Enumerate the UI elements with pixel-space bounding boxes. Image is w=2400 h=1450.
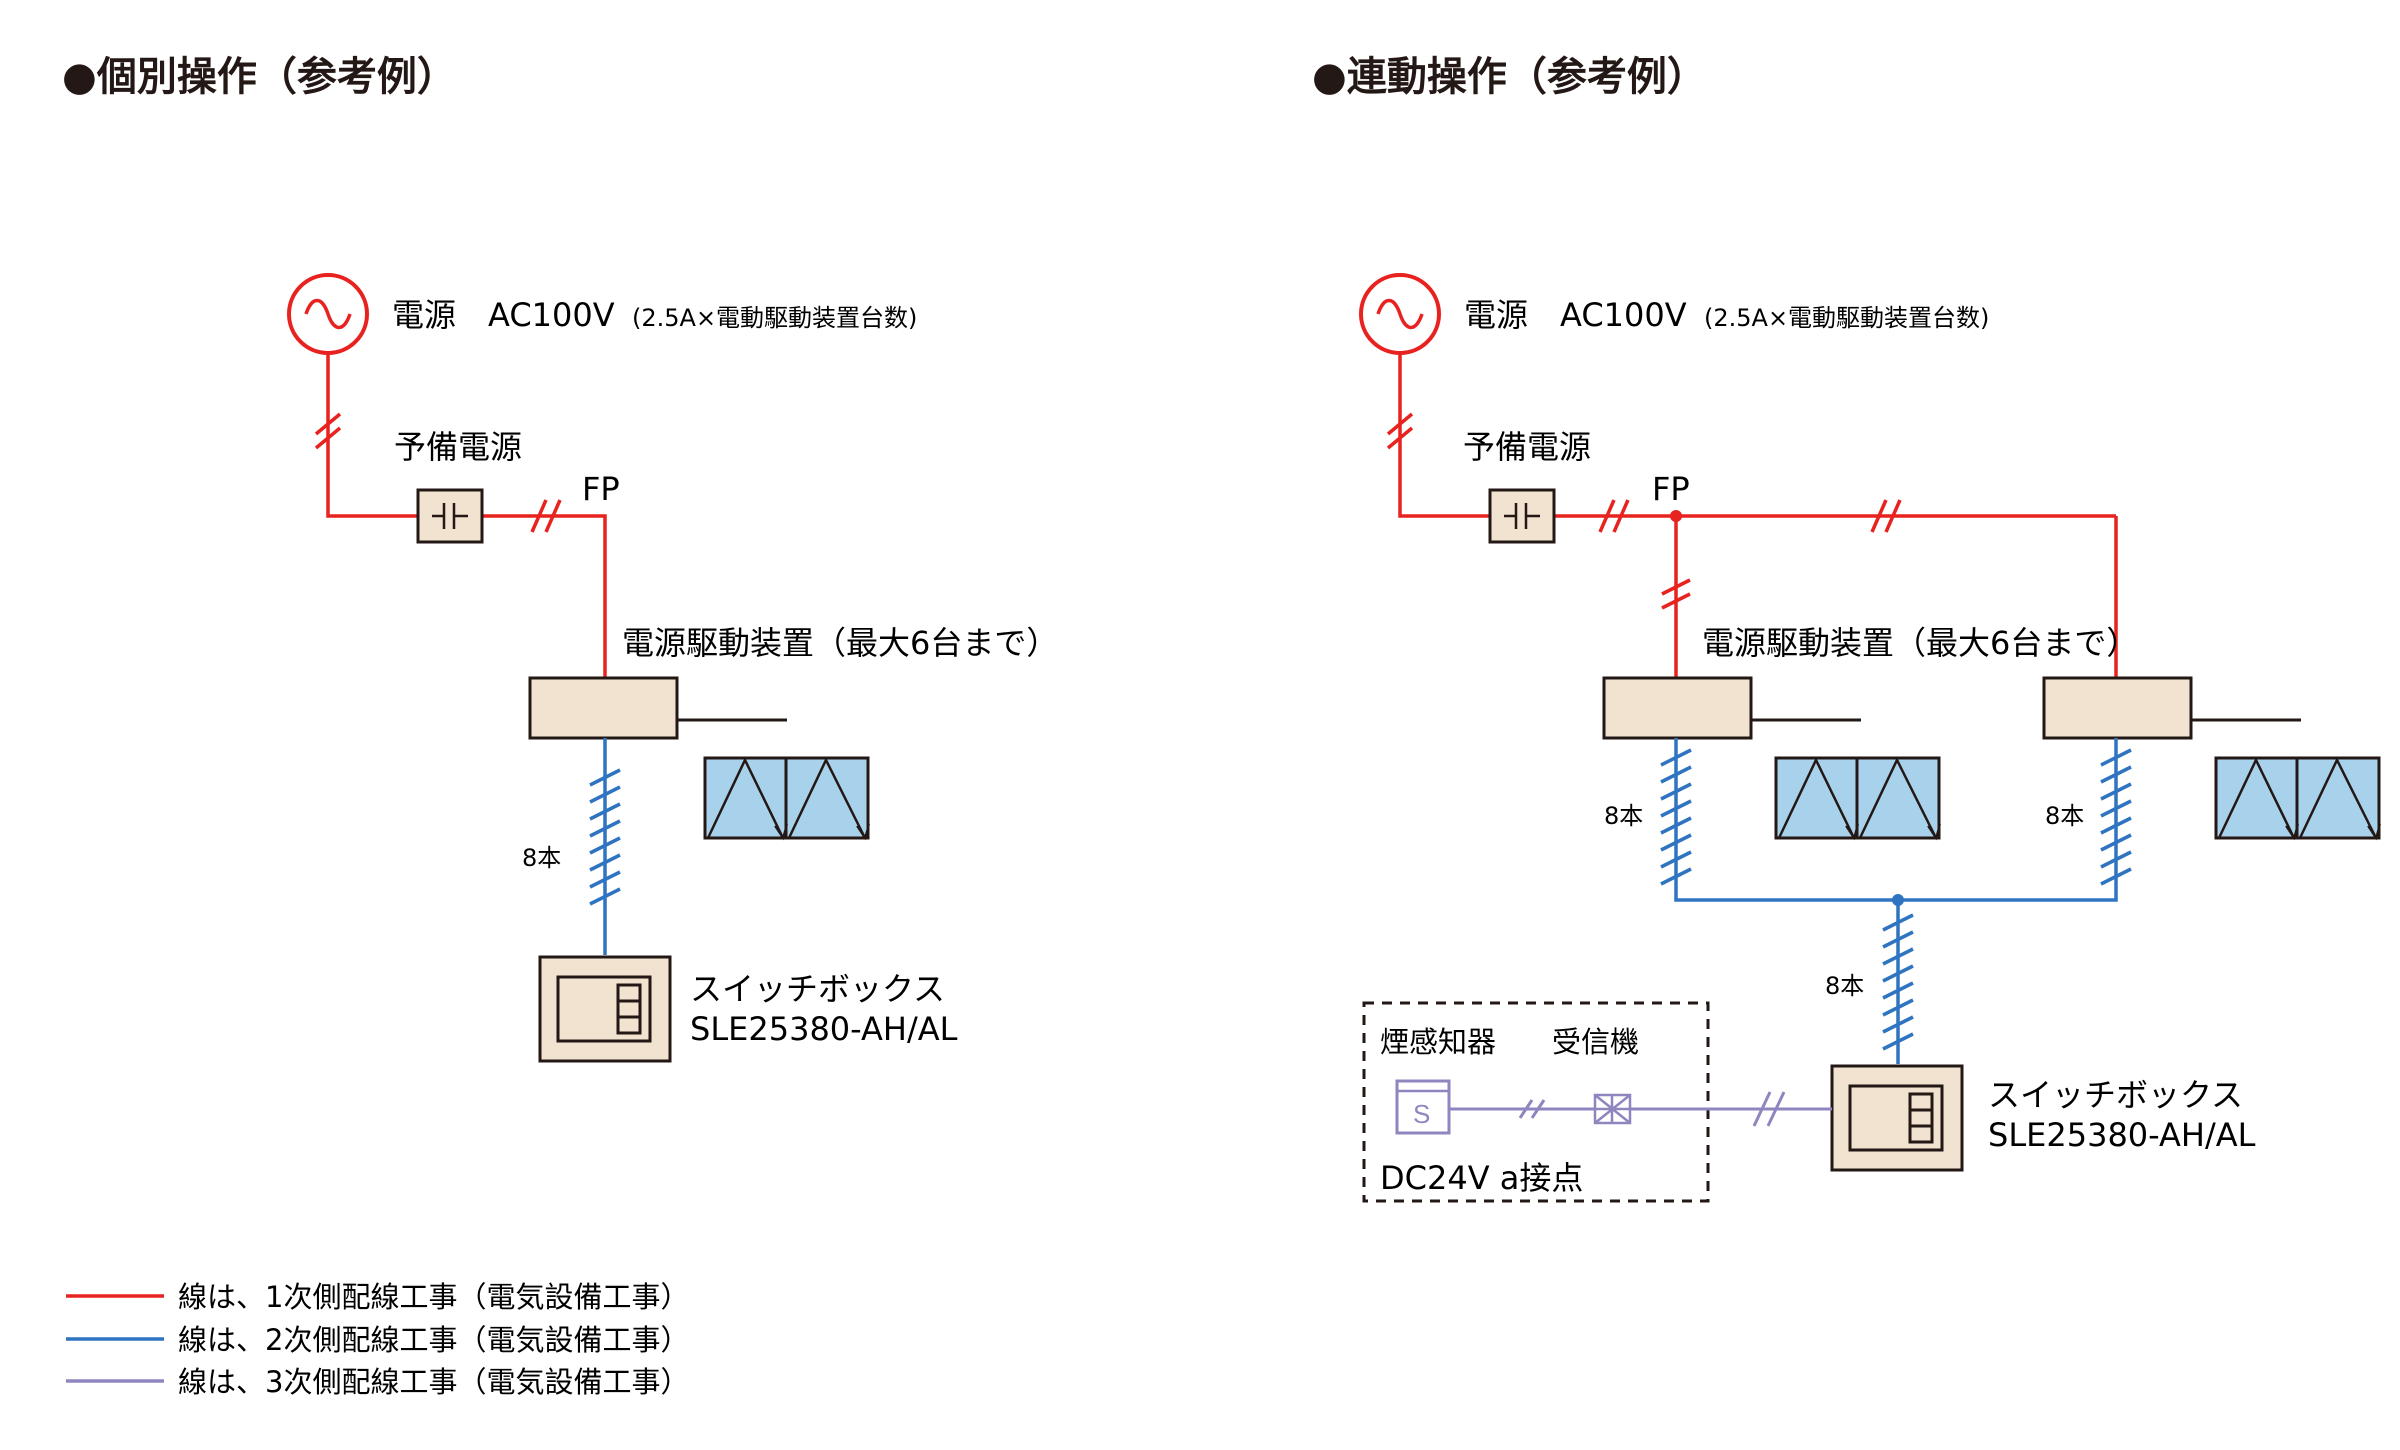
svg-text:線は、3次側配線工事（電気設備工事）: 線は、3次側配線工事（電気設備工事） (178, 1365, 689, 1399)
power-label: 電源 AC100V (1464, 296, 1687, 334)
wire-count-label: 8本 (1604, 802, 1643, 830)
fp-label: FP (1652, 470, 1690, 508)
svg-text:S: S (1413, 1099, 1430, 1129)
switch-box-model: SLE25380-AH/AL (1988, 1116, 2256, 1154)
primary-wiring (1386, 353, 2118, 678)
svg-text:線は、1次側配線工事（電気設備工事）: 線は、1次側配線工事（電気設備工事） (178, 1280, 689, 1314)
fire-alarm-group (1362, 1001, 1710, 1203)
legend-item-primary: 線は、1次側配線工事（電気設備工事） (66, 1280, 689, 1314)
ac-source-icon (1359, 273, 1441, 355)
drive-unit-label: 電源駆動装置（最大6台まで） (622, 624, 1058, 662)
junction-dot (1670, 510, 1682, 522)
drive-unit (528, 676, 787, 740)
legend-item-tertiary: 線は、3次側配線工事（電気設備工事） (66, 1365, 689, 1399)
drive-unit (2042, 676, 2301, 740)
tertiary-wiring (1450, 1091, 1832, 1127)
svg-text:●個別操作（参考例）: ●個別操作（参考例） (62, 54, 457, 100)
drive-unit-label: 電源駆動装置（最大6台まで） (1702, 624, 2138, 662)
wire-count-label: 8本 (1825, 972, 1864, 1000)
backup-power-label: 予備電源 (1463, 428, 1591, 466)
fp-label: FP (582, 470, 620, 508)
legend-item-secondary: 線は、2次側配線工事（電気設備工事） (66, 1323, 689, 1357)
window-icon (1774, 756, 1942, 840)
backup-power-label: 予備電源 (394, 428, 522, 466)
primary-wiring (314, 353, 607, 678)
switch-box-name: スイッチボックス (690, 970, 945, 1008)
secondary-wiring (589, 738, 621, 955)
drive-unit (1602, 676, 1861, 740)
smoke-detector-label: 煙感知器 (1380, 1025, 1496, 1059)
receiver-icon (1593, 1093, 1632, 1125)
contact-label: DC24V a接点 (1380, 1159, 1583, 1197)
backup-battery-icon (1488, 488, 1556, 544)
receiver-label: 受信機 (1552, 1025, 1639, 1059)
power-label: 電源 AC100V (392, 296, 615, 334)
switch-box-icon (1830, 1064, 1964, 1172)
backup-battery-icon (416, 488, 484, 544)
power-note: (2.5A×電動駆動装置台数) (1704, 304, 1989, 332)
switch-box-icon (538, 955, 672, 1063)
switch-box-model: SLE25380-AH/AL (690, 1010, 958, 1048)
wire-count-label: 8本 (522, 844, 561, 872)
legend: 線は、1次側配線工事（電気設備工事） 線は、2次側配線工事（電気設備工事） 線は… (66, 1280, 689, 1399)
window-icon (2214, 756, 2382, 840)
svg-text:線は、2次側配線工事（電気設備工事）: 線は、2次側配線工事（電気設備工事） (178, 1323, 689, 1357)
right-title: ●連動操作（参考例） (1312, 54, 1707, 100)
window-icon (703, 756, 871, 840)
ac-source-icon (287, 273, 369, 355)
power-note: (2.5A×電動駆動装置台数) (632, 304, 917, 332)
smoke-detector-icon: S (1395, 1079, 1451, 1135)
switch-box-name: スイッチボックス (1988, 1076, 2243, 1114)
left-title: ●個別操作（参考例） (62, 54, 457, 100)
svg-text:●連動操作（参考例）: ●連動操作（参考例） (1312, 54, 1707, 100)
wire-count-label: 8本 (2045, 802, 2084, 830)
junction-dot (1892, 894, 1904, 906)
